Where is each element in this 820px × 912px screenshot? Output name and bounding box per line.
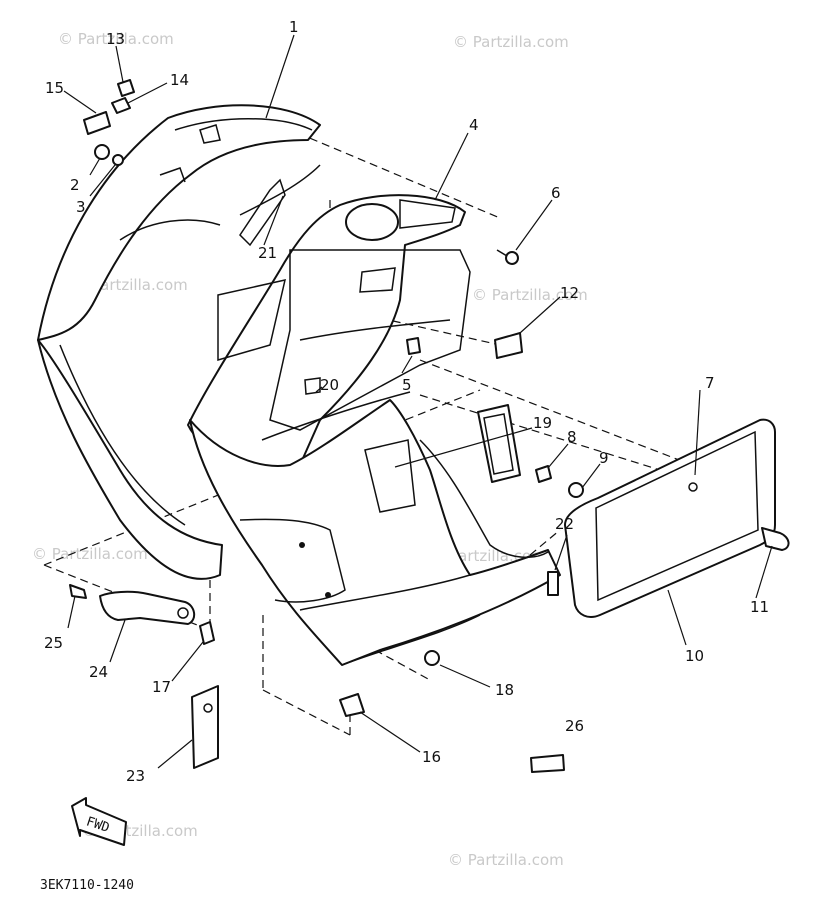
- callout-20: 20: [320, 376, 339, 394]
- callout-9: 9: [599, 449, 609, 467]
- callout-11: 11: [750, 598, 769, 616]
- floor-panel-part[interactable]: [189, 399, 561, 666]
- front-cover-part[interactable]: [37, 104, 321, 580]
- fwd-label: FWD: [84, 814, 111, 836]
- pin-icon[interactable]: [199, 621, 215, 645]
- callout-1: 1: [289, 18, 299, 36]
- callout-13: 13: [106, 30, 125, 48]
- nut-icon[interactable]: [535, 465, 552, 483]
- diagram-code: 3EK7110-1240: [40, 878, 134, 893]
- leg-shield-part[interactable]: [187, 194, 471, 470]
- screw-icon[interactable]: [69, 584, 87, 599]
- callout-2: 2: [70, 176, 80, 194]
- pocket-lid-part[interactable]: [477, 404, 521, 483]
- forward-arrow-icon: FWD: [71, 797, 127, 846]
- plate-part[interactable]: [191, 685, 219, 769]
- clip-icon[interactable]: [117, 79, 135, 97]
- bracket-part[interactable]: [239, 178, 286, 247]
- screw-icon[interactable]: [547, 571, 559, 596]
- callout-25: 25: [44, 634, 63, 652]
- screw-hole: [688, 482, 698, 492]
- callout-15: 15: [45, 79, 64, 97]
- callout-6: 6: [551, 184, 561, 202]
- label-icon[interactable]: [83, 111, 111, 135]
- washer-icon[interactable]: [112, 154, 124, 166]
- hardware: [69, 79, 790, 717]
- callout-14: 14: [170, 71, 189, 89]
- callout-22: 22: [555, 515, 574, 533]
- callout-7: 7: [705, 374, 715, 392]
- nut-icon[interactable]: [94, 144, 110, 160]
- nut-icon[interactable]: [406, 337, 421, 355]
- callout-3: 3: [76, 198, 86, 216]
- callout-4: 4: [469, 116, 479, 134]
- screw-icon[interactable]: [505, 251, 519, 265]
- callout-5: 5: [402, 376, 412, 394]
- key-hole-cutout: [345, 203, 399, 241]
- callout-17: 17: [152, 678, 171, 696]
- callout-16: 16: [422, 748, 441, 766]
- callout-10: 10: [685, 647, 704, 665]
- callout-19: 19: [533, 414, 552, 432]
- callout-8: 8: [567, 428, 577, 446]
- clip-bracket-part[interactable]: [494, 332, 523, 359]
- screw-hole: [177, 607, 189, 619]
- callouts: 1 2 3 4 5 6 7 8 9 10 11 12 13 14 15 16 1…: [44, 18, 769, 785]
- callout-18: 18: [495, 681, 514, 699]
- callout-21: 21: [258, 244, 277, 262]
- label-part[interactable]: [530, 754, 565, 773]
- screw-hole: [203, 703, 213, 713]
- callout-24: 24: [89, 663, 108, 681]
- side-panel-part[interactable]: [564, 418, 776, 618]
- screw-icon[interactable]: [424, 650, 440, 666]
- leader-lines: [63, 34, 773, 769]
- screw-hole: [325, 592, 331, 598]
- screw-hole: [299, 542, 305, 548]
- stay-bracket-part[interactable]: [99, 590, 196, 625]
- small-clip-part[interactable]: [304, 377, 321, 395]
- nut-icon[interactable]: [111, 97, 131, 114]
- nut-icon[interactable]: [339, 693, 365, 717]
- callout-12: 12: [560, 284, 579, 302]
- callout-26: 26: [565, 717, 584, 735]
- knob-icon[interactable]: [761, 527, 790, 551]
- callout-23: 23: [126, 767, 145, 785]
- screw-icon[interactable]: [568, 482, 584, 498]
